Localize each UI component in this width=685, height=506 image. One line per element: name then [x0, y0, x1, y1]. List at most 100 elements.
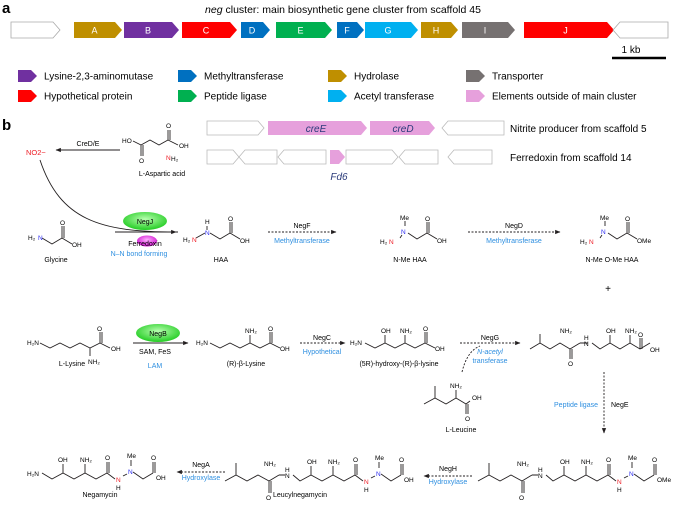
svg-text:O: O	[60, 220, 65, 227]
compound-leucylnegamycin: Leucylnegamycin	[273, 492, 327, 499]
svg-text:N: N	[617, 479, 622, 486]
svg-text:OH: OH	[472, 395, 482, 402]
structure-haa	[195, 222, 241, 240]
gene-arrow	[277, 149, 327, 165]
svg-text:O: O	[606, 457, 611, 464]
gene-arrow	[206, 120, 265, 136]
scaffold-14: Fd6 Ferredoxin from scaffold 14	[206, 149, 632, 183]
gene-label-e: E	[297, 26, 303, 36]
svg-text:O: O	[228, 216, 233, 223]
svg-text:N: N	[128, 469, 133, 476]
structure-lysine	[39, 332, 111, 356]
svg-text:N: N	[389, 239, 394, 246]
gene-arrow-b	[124, 22, 179, 38]
svg-text:OMe: OMe	[657, 477, 671, 484]
enzyme-negB-cofactors: SAM, FeS	[139, 349, 171, 356]
compound-hydroxy-beta-lysine: (5R)-hydroxy-(R)-β-lysine	[359, 361, 438, 368]
svg-text:NH₂: NH₂	[245, 328, 257, 335]
svg-text:OMe: OMe	[637, 238, 651, 245]
gene-arrow-i	[462, 22, 515, 38]
structure-nme-haa	[399, 221, 438, 240]
svg-text:NH₂: NH₂	[625, 328, 637, 335]
svg-text:O: O	[425, 216, 430, 223]
svg-text:N: N	[205, 230, 210, 237]
legend-label: Hydrolase	[354, 72, 399, 83]
gene-arrow	[447, 149, 493, 165]
svg-text:N: N	[589, 239, 594, 246]
svg-text:O: O	[353, 457, 358, 464]
enzyme-negH: NegH	[439, 466, 457, 473]
compound-leucine: L-Leucine	[446, 427, 477, 434]
svg-text:OH: OH	[111, 346, 121, 353]
legend-label: Peptide ligase	[204, 92, 267, 103]
structure-beta-lysine	[209, 332, 281, 349]
svg-text:O: O	[166, 123, 171, 130]
compound-negamycin: Negamycin	[82, 492, 117, 499]
svg-text:O: O	[266, 495, 271, 502]
compound-asp: L-Aspartic acid	[139, 171, 185, 178]
gene-arrow-creE	[268, 121, 367, 135]
svg-text:O: O	[399, 457, 404, 464]
svg-text:H: H	[285, 467, 290, 474]
compound-glycine: Glycine	[44, 257, 67, 264]
legend-swatch	[18, 70, 37, 82]
gene-arrow-creD	[370, 121, 435, 135]
enzyme-negJ: NegJ	[137, 219, 153, 226]
gene-label-j: J	[563, 26, 568, 36]
svg-text:OH: OH	[404, 477, 414, 484]
svg-text:N: N	[285, 473, 290, 480]
legend-label: Acetyl transferase	[354, 92, 434, 103]
structure-glycine	[41, 226, 73, 245]
svg-text:NH₂: NH₂	[328, 459, 340, 466]
enzyme-negB: NegB	[149, 331, 167, 338]
svg-text:H: H	[584, 335, 589, 342]
legend-label: Transporter	[492, 72, 544, 83]
svg-text:NH₂: NH₂	[517, 461, 529, 468]
svg-text:H: H	[538, 467, 543, 474]
cluster-title-gene: neg	[205, 4, 223, 16]
gene-label-f: F	[344, 26, 350, 36]
svg-text:OH: OH	[72, 242, 82, 249]
structure-leucyl-hydroxy-beta-lysine	[529, 334, 651, 359]
legend-swatch	[328, 70, 347, 82]
svg-text:H₂N: H₂N	[27, 340, 39, 347]
svg-text:N: N	[192, 237, 197, 244]
svg-text:H₂N: H₂N	[350, 340, 362, 347]
enzyme-negJ-blob	[123, 212, 167, 230]
svg-text:OH: OH	[560, 459, 570, 466]
svg-text:NH₂: NH₂	[80, 457, 92, 464]
svg-text:O: O	[519, 495, 524, 502]
cluster-title: neg cluster: main biosynthetic gene clus…	[205, 4, 481, 16]
svg-text:H: H	[364, 487, 369, 494]
svg-text:H: H	[116, 485, 121, 492]
svg-text:N: N	[38, 235, 43, 242]
compound-nme-ome-haa: N-Me O-Me HAA	[586, 257, 639, 264]
legend-swatch	[178, 90, 197, 102]
gene-label-c: C	[203, 26, 210, 36]
svg-text:H: H	[205, 219, 210, 226]
gene-arrow-flanking	[612, 21, 669, 39]
svg-text:OH: OH	[58, 457, 68, 464]
gene-arrow-g	[365, 22, 418, 38]
structure-aspartic-acid	[132, 130, 179, 156]
enzyme-role-negF: Methyltransferase	[274, 238, 330, 245]
enzyme-negD: NegD	[505, 223, 523, 230]
scaffold-5: creE creD Nitrite producer from scaffold…	[206, 120, 647, 136]
structure-leucylnegamycin	[224, 462, 404, 493]
svg-text:NH₂: NH₂	[581, 459, 593, 466]
gene-arrow-j	[524, 22, 614, 38]
gene-arrow-e	[276, 22, 332, 38]
enzyme-role-negE: Peptide ligase	[554, 402, 598, 409]
enzyme-role-negB: LAM	[148, 363, 163, 370]
svg-text:O: O	[465, 416, 470, 423]
svg-text:OH: OH	[381, 328, 391, 335]
ferredoxin-blob	[137, 235, 157, 247]
